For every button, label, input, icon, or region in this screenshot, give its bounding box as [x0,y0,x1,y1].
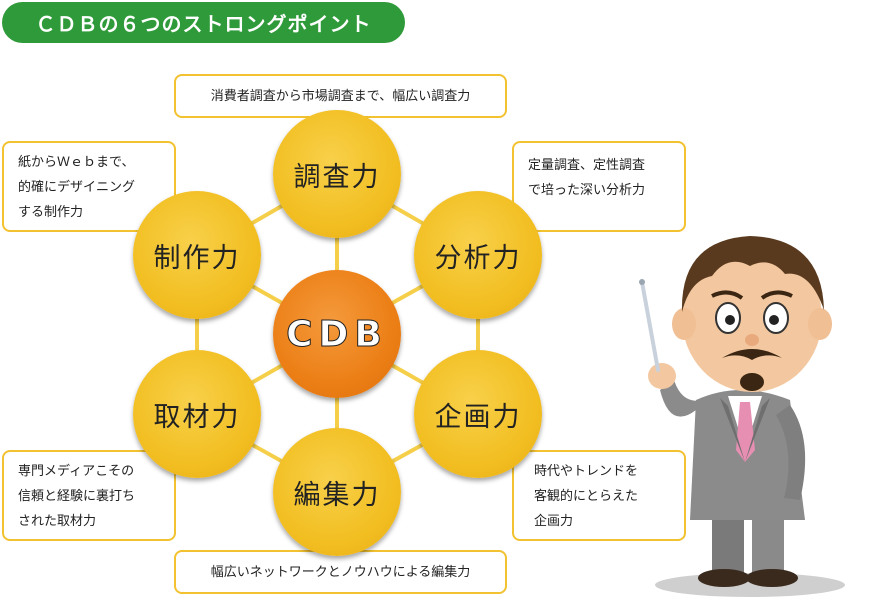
desc-upper-right-line-2: で培った深い分析力 [528,183,646,198]
node-bottom-label: 編集力 [293,479,381,511]
node-lower-left-label: 取材力 [153,401,241,433]
desc-lower-right-line-1: 時代やトレンドを [534,464,639,479]
node-bottom: 編集力 [273,428,401,556]
node-top-label: 調査力 [293,161,381,193]
desc-lower-left-line-1: 専門メディアこその [18,464,135,479]
desc-lower-right-line-3: 企画力 [534,514,574,529]
title-banner: ＣＤＢの６つのストロングポイント [2,2,405,43]
desc-lower-left-line-3: された取材力 [18,514,97,529]
title-text: ＣＤＢの６つのストロングポイント [35,12,372,36]
desc-upper-right-line-1: 定量調査、定性調査 [528,158,646,173]
desc-bottom-text: 幅広いネットワークとノウハウによる編集力 [210,564,471,580]
node-lower-right: 企画力 [414,350,542,478]
node-lower-left: 取材力 [133,350,261,478]
desc-lower-left: 専門メディアこその 信頼と経験に裏打ち された取材力 [2,450,176,541]
node-upper-left: 制作力 [133,191,261,319]
desc-lower-right-line-2: 客観的にとらえた [534,489,639,504]
desc-upper-left-line-1: 紙からＷｅｂまで、 [18,155,135,170]
center-node: CDB [273,270,401,398]
node-upper-right: 分析力 [414,191,542,319]
desc-upper-right: 定量調査、定性調査 で培った深い分析力 [512,141,686,232]
desc-upper-left-line-3: する制作力 [18,205,84,220]
node-top: 調査力 [273,110,401,238]
node-upper-right-label: 分析力 [434,242,522,274]
center-label: CDB [286,313,388,355]
desc-bottom: 幅広いネットワークとノウハウによる編集力 [174,550,507,594]
desc-lower-right: 時代やトレンドを 客観的にとらえた 企画力 [512,450,686,541]
node-lower-right-label: 企画力 [434,401,522,433]
node-upper-left-label: 制作力 [153,242,241,274]
desc-upper-left-line-2: 的確にデザイニング [18,180,136,195]
desc-top-text: 消費者調査から市場調査まで、幅広い調査力 [210,88,471,104]
desc-lower-left-line-2: 信頼と経験に裏打ち [18,489,136,504]
presenter-mascot [639,236,845,597]
